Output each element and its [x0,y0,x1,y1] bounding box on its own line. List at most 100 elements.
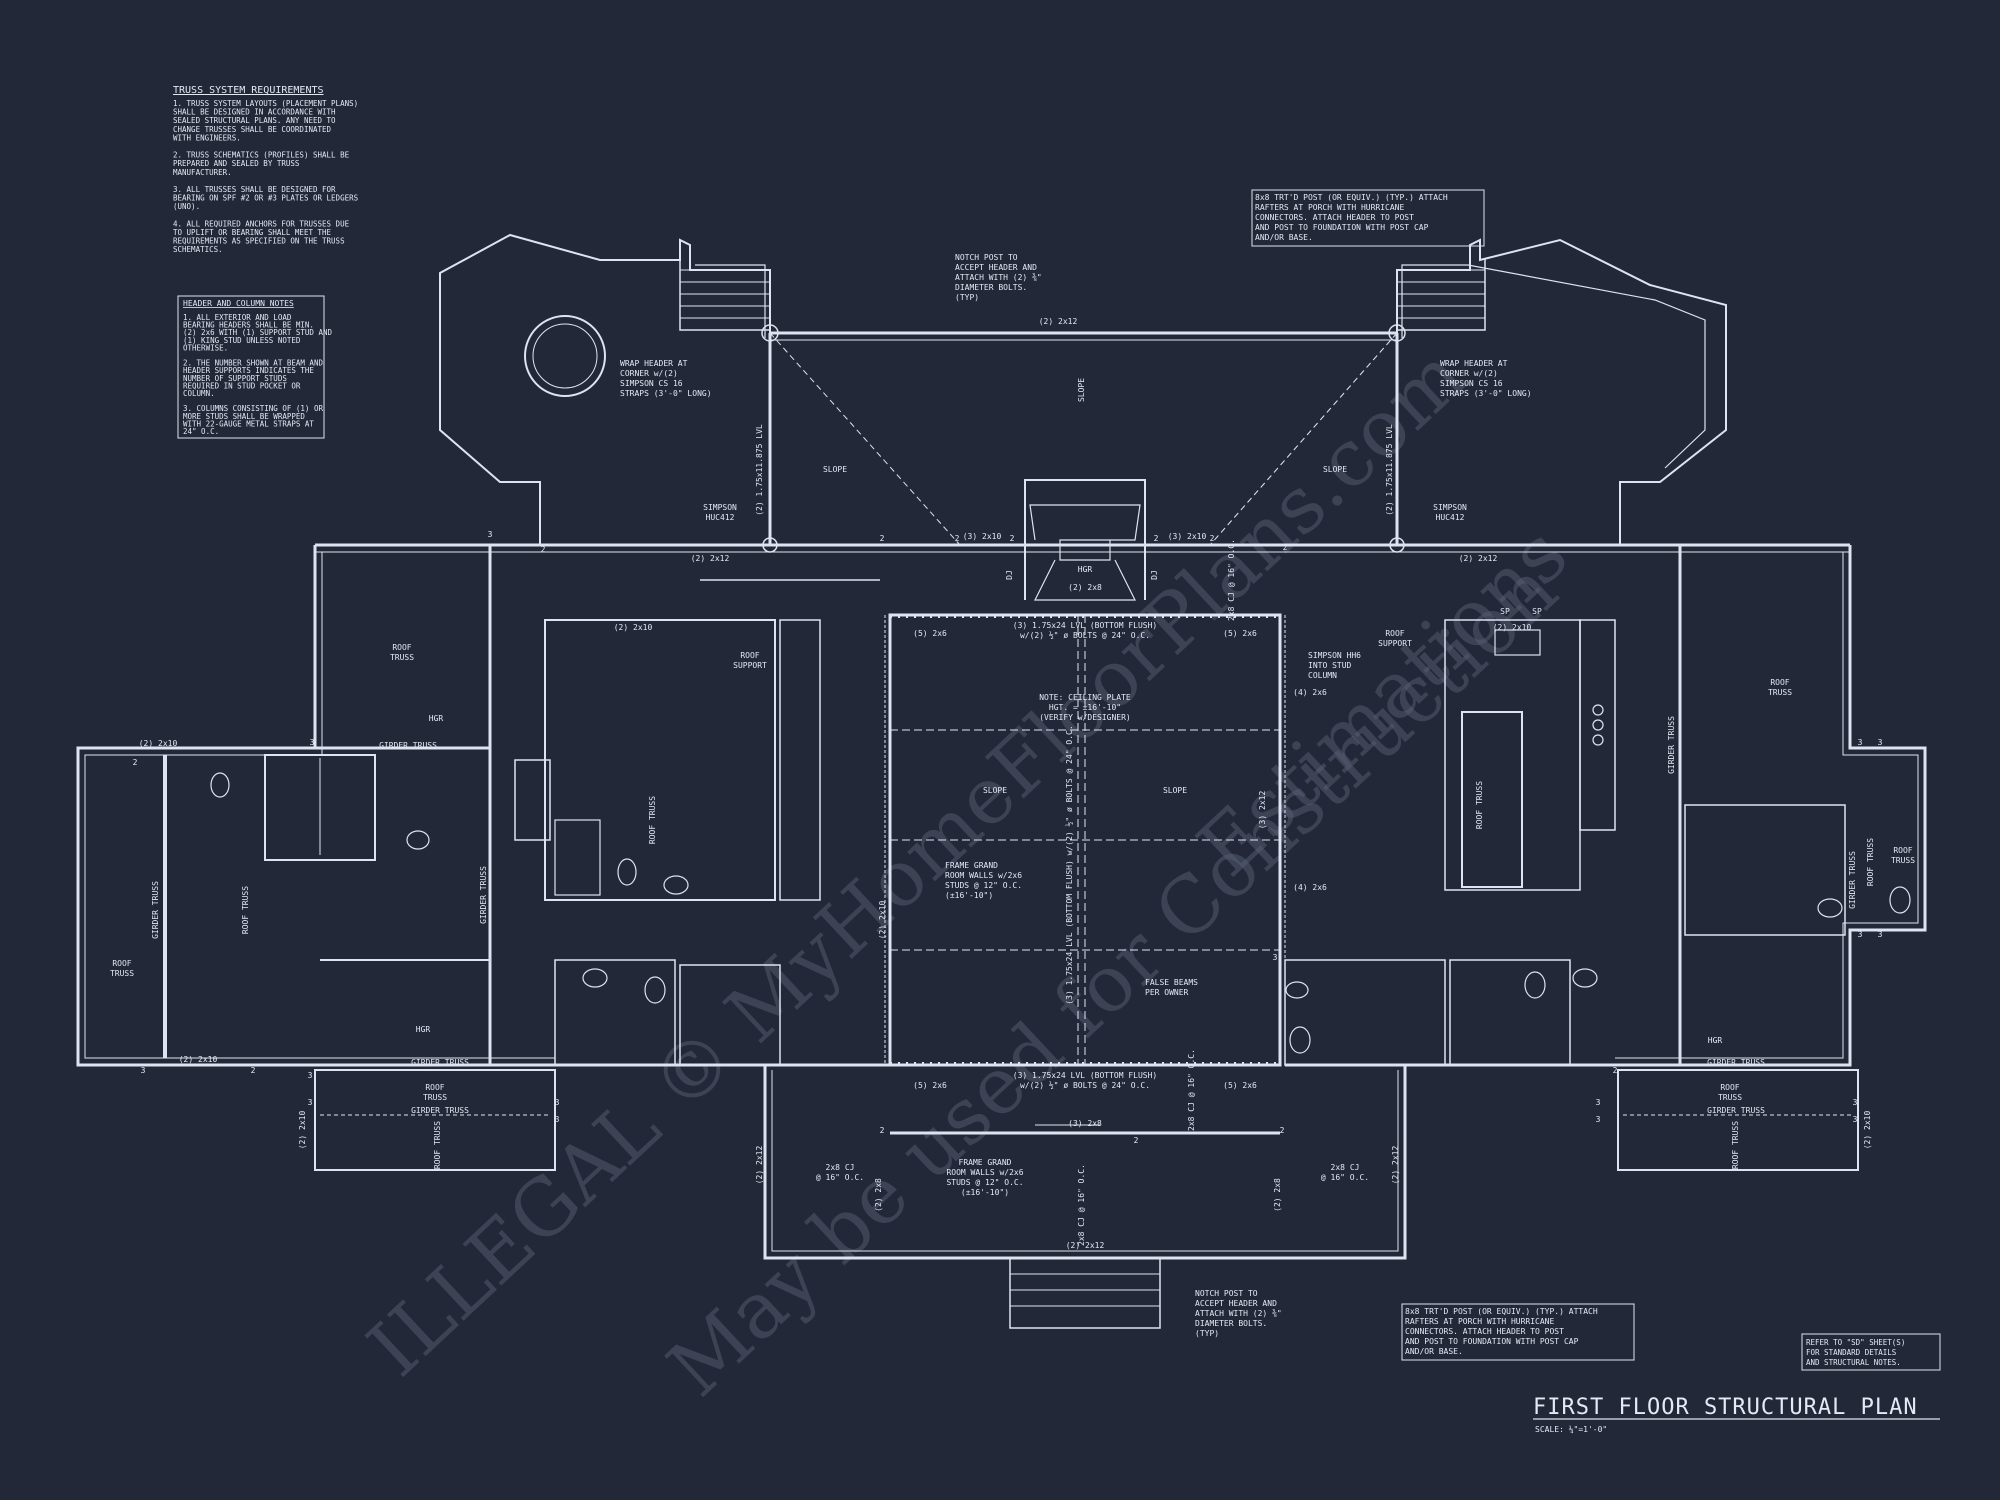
stud-count-label: 3 [1878,930,1883,939]
roof-truss-label: ROOF [425,1083,444,1092]
stud-count-label: 2 [1280,1126,1285,1135]
structural-label-vertical: (2) 2x12 [755,1146,764,1185]
wrap-header-note-left: WRAP HEADER AT [620,359,688,368]
structural-label: GIRDER TRUSS [411,1058,469,1067]
structural-label: (2) 2x8 [1068,583,1102,592]
roof-support-label: ROOF [740,651,759,660]
simpson-hh6-note: INTO STUD [1308,661,1352,670]
notch-post-note-top: ACCEPT HEADER AND [955,263,1037,272]
structural-label-vertical: DJ [1150,570,1159,580]
structural-label-vertical: (2) 1.75x11.875 LVL [755,424,764,516]
porch-post-note-top: 8x8 TRT'D POST (OR EQUIV.) (TYP.) ATTACH [1255,193,1448,202]
header-note-line: OTHERWISE. [183,343,228,352]
truss-note-line: MANUFACTURER. [173,168,232,177]
simpson-hh6-note: COLUMN [1308,671,1337,680]
stud-count-label: 2 [1134,1136,1139,1145]
structural-label-vertical: DJ [1005,570,1014,580]
header-note-line: 2. THE NUMBER SHOWN AT BEAM AND [183,359,323,368]
notch-post-note-top: (TYP) [955,293,979,302]
truss-note-line: CHANGE TRUSSES SHALL BE COORDINATED [173,125,332,134]
roof-truss-label: TRUSS [1718,1093,1742,1102]
roof-truss-label: TRUSS [110,969,134,978]
porch-post-note-top: RAFTERS AT PORCH WITH HURRICANE [1255,203,1404,212]
frame-grand-room-note: STUDS @ 12" O.C. [945,881,1022,890]
stud-count-label: 3 [555,1098,560,1107]
structural-label: GIRDER TRUSS [1707,1106,1765,1115]
structural-label-vertical: (2) 2x10 [1863,1111,1872,1150]
ceiling-plate-note: HGT. = ±16'-10" [1049,703,1121,712]
false-beams-note: PER OWNER [1145,988,1189,997]
stud-count-label: 3 [1273,953,1278,962]
roof-truss-label: TRUSS [1768,688,1792,697]
sheet-title: FIRST FLOOR STRUCTURAL PLAN [1533,1395,1918,1420]
structural-label-vertical: ROOF TRUSS [1866,838,1875,886]
stud-count-label: 2 [133,758,138,767]
stud-count-label: 3 [1596,1098,1601,1107]
lvl-beam-note: w/(2) ½" ø BOLTS @ 24" O.C. [1020,1080,1150,1090]
ceiling-plate-note: (VERIFY w/DESIGNER) [1039,713,1131,722]
porch-post-callout-box [1251,189,1485,247]
front-steps-right [1397,258,1486,331]
structural-label: HGR [416,1025,431,1034]
stud-count-label: 2 [1154,534,1159,543]
wrap-header-note-left: SIMPSON CS 16 [620,379,683,388]
structural-label-vertical: 2x8 CJ @ 16" O.C. [1077,1164,1086,1246]
stud-count-label: 3 [308,1071,313,1080]
truss-note-line: SHALL BE DESIGNED IN ACCORDANCE WITH [173,108,336,117]
stud-count-label: 3 [1596,1115,1601,1124]
structural-label-vertical: (3) 1.75x24 LVL (BOTTOM FLUSH) w/(2) ½" … [1064,725,1074,1004]
structural-label: (2) 2x12 [1039,317,1078,326]
structural-label: SP [1532,607,1542,616]
notch-post-note-bottom: ATTACH WITH (2) ⅜" [1195,1309,1282,1318]
wrap-header-note-left: STRAPS (3'-0" LONG) [620,389,712,398]
structural-label: SLOPE [1323,465,1347,474]
front-steps-left [679,258,770,331]
stud-count-label: 3 [1853,1098,1858,1107]
header-note-line: 24" O.C. [183,427,219,436]
header-note-line: NUMBER OF SUPPORT STUDS [183,374,287,383]
structural-label: SLOPE [1163,786,1187,795]
structural-label-vertical: (2) 2x8 [1273,1178,1282,1212]
frame-grand-room-note: ROOM WALLS w/2x6 [946,1168,1023,1177]
wrap-header-note-left: CORNER w/(2) [620,369,678,378]
structural-label: GIRDER TRUSS [411,1106,469,1115]
simpson-hh6-note: SIMPSON HH6 [1308,651,1361,660]
stud-count-label: 3 [488,530,493,539]
structural-label: GIRDER TRUSS [1707,1058,1765,1067]
truss-note-line: 1. TRUSS SYSTEM LAYOUTS (PLACEMENT PLANS… [173,99,358,108]
wrap-header-note-right: WRAP HEADER AT [1440,359,1508,368]
frame-grand-room-note: STUDS @ 12" O.C. [946,1178,1023,1187]
stud-count-label: 2 [880,534,885,543]
stud-count-label: 3 [1853,1115,1858,1124]
structural-label-vertical: (2) 1.75x11.875 LVL [1385,424,1394,516]
header-note-line: 1. ALL EXTERIOR AND LOAD [183,313,292,322]
ceiling-joist-label: 2x8 CJ [1331,1163,1360,1172]
frame-grand-room-note: FRAME GRAND [959,1158,1012,1167]
lvl-beam-note: (3) 1.75x24 LVL (BOTTOM FLUSH) [1013,1071,1158,1080]
roof-truss-label: TRUSS [423,1093,447,1102]
plan-annotations: 8x8 TRT'D POST (OR EQUIV.) (TYP.) ATTACH… [110,189,1915,1361]
structural-label: SLOPE [983,786,1007,795]
header-note-line: (1) KING STUD UNLESS NOTED [183,336,301,345]
roof-truss-label: ROOF [1720,1083,1739,1092]
structural-label: (5) 2x6 [1223,629,1257,638]
header-note-line: HEADER SUPPORTS INDICATES THE [183,366,314,375]
truss-notes-lines: 1. TRUSS SYSTEM LAYOUTS (PLACEMENT PLANS… [173,99,359,254]
structural-label-vertical: (2) 2x12 [1391,1146,1400,1185]
stud-count-label: 2 [1283,543,1288,552]
porch-post-note-bottom: RAFTERS AT PORCH WITH HURRICANE [1405,1317,1554,1326]
porch-post-note-top: AND/OR BASE. [1255,233,1313,242]
truss-system-notes: TRUSS SYSTEM REQUIREMENTS 1. TRUSS SYSTE… [173,85,359,254]
truss-note-line: (UNO). [173,202,200,211]
header-notes-heading: HEADER AND COLUMN NOTES [183,299,294,308]
stud-count-label: 2 [1010,534,1015,543]
structural-label-vertical: (2) 2x10 [298,1111,307,1150]
simpson-huc412-label: HUC412 [706,513,735,522]
refer-line-2: FOR STANDARD DETAILS [1806,1348,1897,1357]
stud-count-label: 3 [1858,930,1863,939]
structural-label-vertical: 2x8 CJ @ 16" O.C. [1227,539,1236,621]
roof-support-label: SUPPORT [733,661,767,670]
structural-label-vertical: GIRDER TRUSS [151,881,160,939]
truss-note-line: SCHEMATICS. [173,245,223,254]
